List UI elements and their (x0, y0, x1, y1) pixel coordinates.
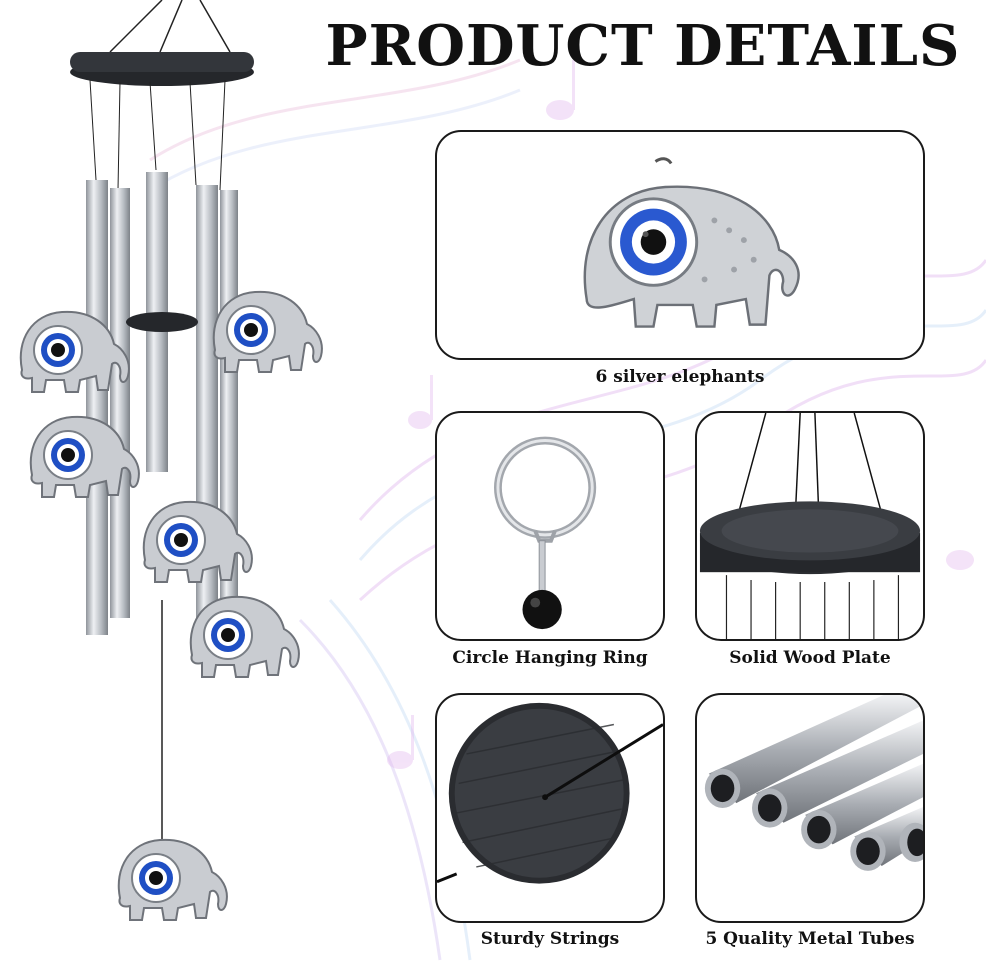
feature-wood-caption: Solid Wood Plate (729, 648, 891, 668)
metal-tubes-icon (704, 695, 923, 871)
solid-wood-plate-icon (699, 413, 921, 639)
feature-elephant-caption: 6 silver elephants (595, 367, 765, 387)
feature-wood-panel (695, 411, 925, 641)
circle-hanging-ring-icon (493, 436, 597, 630)
page-title: PRODUCT DETAILS (325, 13, 961, 79)
wind-chime-product-image (19, 0, 323, 921)
feature-elephant-panel (435, 130, 925, 360)
feature-tubes-caption: 5 Quality Metal Tubes (705, 929, 915, 949)
sturdy-strings-icon (437, 702, 663, 884)
feature-ring-panel (435, 411, 665, 641)
silver-elephant-evil-eye-icon (583, 157, 800, 328)
feature-strings-panel (435, 693, 665, 923)
feature-tubes-panel (695, 693, 925, 923)
feature-ring-caption: Circle Hanging Ring (452, 648, 648, 668)
feature-strings-caption: Sturdy Strings (480, 929, 620, 949)
